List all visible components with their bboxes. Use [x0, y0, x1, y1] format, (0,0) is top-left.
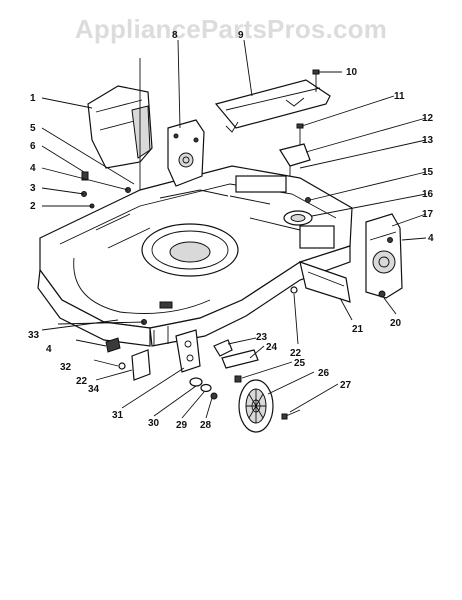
washer-part-29	[200, 383, 212, 393]
nut-part-28	[210, 392, 218, 400]
callout-23: 23	[256, 332, 268, 343]
callout-numbers: 1 5 6 4 3 2 8 9 10 11 12 13 15 16 17 4 2…	[28, 30, 434, 431]
bracket-part-12	[279, 143, 311, 176]
callout-17: 17	[422, 209, 434, 220]
watermark: AppliancePartsPros.com	[74, 14, 388, 44]
callout-27: 27	[340, 380, 352, 391]
leader-lines	[41, 39, 427, 419]
deck-housing	[37, 165, 353, 347]
top-cover-part-9	[214, 79, 331, 133]
callout-11: 11	[394, 91, 405, 102]
motor-pulley	[283, 210, 313, 226]
fastener-part-15	[305, 197, 311, 203]
callout-1: 1	[30, 93, 36, 104]
callout-16: 16	[422, 189, 434, 200]
callout-5: 5	[30, 123, 36, 134]
callout-8: 8	[172, 30, 178, 41]
callout-26: 26	[318, 368, 330, 379]
bolt-part-20	[378, 290, 386, 298]
axle-arm-part-24	[221, 349, 259, 369]
height-adjuster-part-31	[175, 329, 201, 373]
knob-part-32	[105, 337, 121, 353]
washer-part-22	[118, 286, 298, 370]
callout-9: 9	[238, 30, 244, 41]
fastener-parts-2-3-6	[81, 171, 95, 209]
rear-flap-part-1	[87, 85, 153, 169]
bracket-part-8	[167, 119, 205, 187]
bolt-part-25	[234, 375, 242, 383]
callout-3: 3	[30, 183, 36, 194]
callout-12: 12	[422, 113, 434, 124]
callout-24: 24	[266, 342, 278, 353]
callout-13: 13	[422, 135, 434, 146]
callout-33: 33	[28, 330, 40, 341]
callout-6: 6	[30, 141, 36, 152]
callout-2: 2	[30, 201, 36, 212]
callout-10: 10	[346, 67, 358, 78]
plate-part-34	[131, 349, 151, 381]
callout-31: 31	[112, 410, 124, 421]
wheel-part-26	[238, 379, 274, 433]
callout-28: 28	[200, 420, 212, 431]
callout-20: 20	[390, 318, 402, 329]
callout-4-b: 4	[46, 344, 52, 355]
screw-part-27	[281, 409, 301, 420]
callout-4-a: 4	[30, 163, 36, 174]
callout-15: 15	[422, 167, 434, 178]
callout-34: 34	[88, 384, 100, 395]
callout-21: 21	[352, 324, 364, 335]
washer-part-30	[189, 377, 203, 387]
callout-32: 32	[60, 362, 72, 373]
callout-22-a: 22	[76, 376, 88, 387]
callout-22-b: 22	[290, 348, 302, 359]
side-cover-part-17	[365, 213, 403, 299]
callout-4-c: 4	[428, 233, 434, 244]
callout-29: 29	[176, 420, 188, 431]
bracket-plate-part-21	[299, 261, 351, 303]
callout-30: 30	[148, 418, 160, 429]
callout-25: 25	[294, 358, 306, 369]
axle-bracket-part-23	[213, 339, 233, 357]
